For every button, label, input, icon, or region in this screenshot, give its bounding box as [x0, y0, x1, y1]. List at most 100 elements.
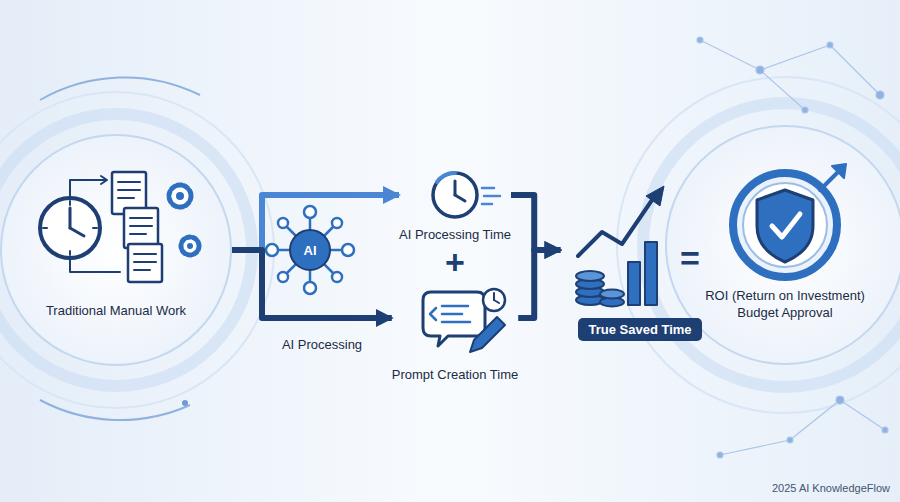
- ai-hub-icon: [342, 244, 354, 256]
- manual-work-icon: [70, 228, 84, 236]
- manual-work-icon: [69, 201, 71, 205]
- roi-shield-icon: [832, 164, 846, 178]
- saved-time-chart-icon: [645, 242, 657, 305]
- prompt-icon: [423, 289, 505, 352]
- manual-work-icon: [176, 192, 184, 200]
- saved-time-chart-icon: [600, 290, 624, 299]
- prompt-icon: [430, 308, 436, 320]
- saved-time-chart-icon: [576, 186, 664, 307]
- manual-work-icon: [181, 237, 199, 255]
- prompt-icon: [442, 305, 468, 308]
- time-step-box: AI Processing Time: [399, 166, 511, 243]
- left-rings: [40, 400, 190, 420]
- flow-arrow: [232, 250, 392, 318]
- saved-time-chart-icon: [578, 200, 652, 256]
- time-step-box: Prompt Creation Time: [392, 286, 518, 383]
- manual-work-icon: [130, 233, 146, 235]
- processing-clock-icon: [482, 203, 492, 206]
- network-dots: [787, 437, 793, 443]
- equals-sign: =: [680, 240, 700, 276]
- processing-clock-icon: [433, 173, 477, 217]
- manual-work-icon: [43, 227, 47, 229]
- network-dots: [827, 42, 833, 48]
- manual-work-icon: [70, 260, 120, 272]
- manual-work-icon: [40, 198, 100, 258]
- manual-work-icon: [134, 253, 156, 255]
- ai-hub-icon: [304, 282, 316, 294]
- network-dots: [697, 37, 703, 43]
- node-text: ROI (Return on Investment) Budget Approv…: [695, 287, 875, 321]
- network-dots: [802, 107, 808, 113]
- watermark: 2025 AI KnowledgeFlow: [772, 482, 890, 494]
- node-text: AI Processing: [282, 336, 362, 353]
- manual-work-icon: [130, 217, 152, 219]
- manual-work-icon: [128, 244, 162, 282]
- prompt-icon: [442, 321, 470, 324]
- manual-work-icon: [118, 181, 140, 183]
- network-dots: [756, 66, 764, 74]
- processing-clock-icon: [482, 187, 494, 190]
- processing-clock-icon: [454, 181, 457, 195]
- network-dots: [697, 37, 888, 458]
- right-rings: [617, 77, 900, 413]
- ai-hub-icon: [278, 218, 288, 228]
- manual-work-icon: [134, 269, 150, 271]
- ai-hub-icon: [290, 230, 330, 270]
- network-dots: [836, 396, 844, 404]
- network-dots: [717, 452, 723, 458]
- roi-shield-icon: [733, 164, 846, 277]
- prompt-icon: [470, 317, 505, 352]
- manual-work-icon: [70, 180, 106, 196]
- network-dots: [760, 45, 830, 70]
- flow-arrow: [232, 195, 399, 250]
- right-rings: [643, 103, 900, 387]
- ai-hub-icon: [266, 206, 354, 294]
- network-dots: [882, 427, 888, 433]
- manual-work-icon: [101, 176, 107, 184]
- saved-time-chart-icon: [628, 262, 640, 305]
- network-dots: [830, 45, 880, 95]
- manual-work-icon: [169, 185, 191, 207]
- saved-time-chart-icon: [576, 271, 604, 281]
- manual-work-circle: Traditional Manual Work: [0, 134, 232, 366]
- ai-hub-icon: [266, 244, 278, 256]
- roi-shield-icon: [772, 214, 800, 237]
- manual-work-icon: [124, 208, 158, 248]
- left-rings: [0, 114, 252, 386]
- network-dots: [700, 40, 760, 70]
- processing-clock-icon: [484, 195, 500, 198]
- ai-hub-label: AI: [304, 243, 317, 258]
- ai-hub-icon: [332, 218, 342, 228]
- process-label-box: AI Processing: [282, 336, 362, 353]
- flow-arrow: [511, 195, 560, 250]
- left-rings: [0, 134, 232, 366]
- manual-work-icon: [93, 227, 97, 229]
- prompt-icon: [442, 313, 462, 316]
- prompt-icon: [493, 293, 495, 300]
- flow-arrow: [518, 250, 560, 318]
- prompt-icon: [494, 300, 499, 303]
- manual-work-icon: [130, 225, 152, 227]
- processing-clock-icon: [433, 173, 500, 217]
- network-dots: [876, 91, 884, 99]
- ai-hub-icon: [332, 272, 342, 282]
- ai-hub-icon: [304, 206, 316, 218]
- plus-sign: +: [445, 244, 465, 280]
- processing-clock-icon: [437, 173, 455, 182]
- network-dots: [840, 400, 885, 430]
- node-text: Prompt Creation Time: [392, 366, 518, 383]
- processing-clock-icon: [455, 195, 465, 201]
- prompt-icon: [483, 289, 505, 311]
- ai-hub-icon: [278, 272, 288, 282]
- node-text: Traditional Manual Work: [46, 302, 186, 319]
- manual-work-icon: [187, 243, 193, 249]
- left-rings: [40, 77, 200, 100]
- manual-work-icon: [69, 208, 72, 228]
- left-rings: [182, 400, 188, 406]
- manual-work-icon: [40, 172, 199, 282]
- right-rings: [617, 77, 900, 413]
- manual-work-icon: [69, 251, 71, 255]
- manual-work-icon: [118, 197, 134, 199]
- manual-work-icon: [118, 189, 140, 191]
